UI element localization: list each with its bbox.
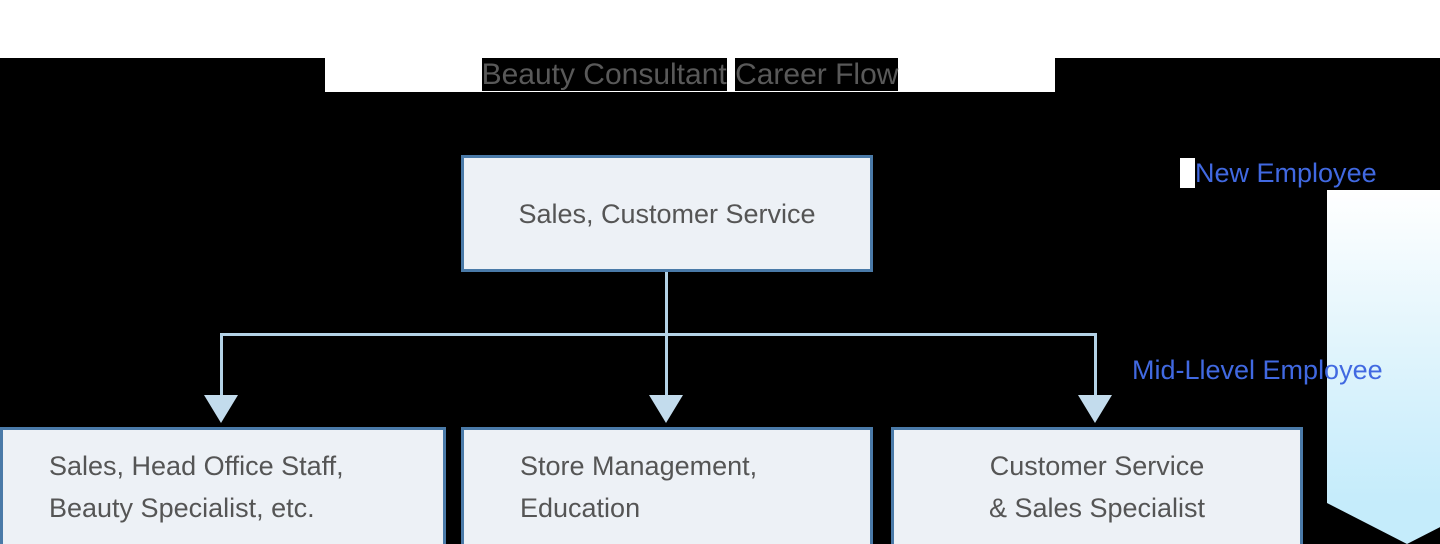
flow-node-middle-line-1: Store Management, — [520, 451, 758, 481]
arrowhead-left-icon — [204, 395, 238, 423]
flow-node-left-label: Sales, Head Office Staff, Beauty Speciali… — [49, 445, 443, 529]
page-title-segment-1: Beauty Consultant — [481, 58, 727, 91]
page-title-gap — [726, 58, 736, 91]
connector-vertical-left — [220, 333, 223, 398]
stage-label-new-employee-pad — [1180, 158, 1196, 188]
stage-label-mid-level-seg-a: Mid-Llevel Em — [1132, 355, 1304, 385]
career-progression-arrow-icon — [1327, 190, 1440, 544]
connector-vertical-center — [665, 336, 668, 398]
flow-node-middle[interactable]: Store Management, Education — [461, 427, 873, 544]
stage-label-mid-level-seg-b: ployee — [1303, 355, 1383, 385]
connector-horizontal-trunk — [221, 333, 1097, 336]
progression-arrow-shaft — [1327, 190, 1440, 503]
connector-vertical-right — [1094, 333, 1097, 398]
flow-node-right-line-2: & Sales Specialist — [988, 493, 1206, 523]
flow-node-left-line-1: Sales, Head Office Staff, — [49, 451, 344, 481]
stage-label-new-employee-seg-a: New Employ — [1195, 158, 1347, 188]
stage-label-new-employee: New Employee — [1180, 155, 1377, 191]
progression-arrow-point — [1327, 503, 1440, 544]
flow-node-middle-line-2: Education — [520, 493, 641, 523]
flow-node-left-line-2: Beauty Specialist, etc. — [49, 493, 315, 523]
stage-label-mid-level-employee: Mid-Llevel Employee — [1132, 352, 1383, 388]
flow-node-top[interactable]: Sales, Customer Service — [461, 155, 873, 272]
arrowhead-center-icon — [649, 395, 683, 423]
arrowhead-right-icon — [1078, 395, 1112, 423]
flow-node-top-label: Sales, Customer Service — [518, 198, 816, 229]
page-title: Beauty Consultant Career Flow — [325, 58, 1055, 92]
flow-node-middle-label: Store Management, Education — [520, 445, 870, 529]
page-title-segment-2: Career Flow — [735, 58, 899, 91]
connector-vertical-from-top — [665, 272, 668, 336]
stage-label-new-employee-seg-b: ee — [1346, 158, 1377, 188]
flow-node-left[interactable]: Sales, Head Office Staff, Beauty Speciali… — [0, 427, 446, 544]
flow-node-right-line-1: Customer Service — [989, 451, 1205, 481]
flow-node-right-label: Customer Service & Sales Specialist — [894, 445, 1300, 529]
flow-node-right[interactable]: Customer Service & Sales Specialist — [891, 427, 1303, 544]
page-title-text: Beauty Consultant Career Flow — [481, 58, 899, 92]
